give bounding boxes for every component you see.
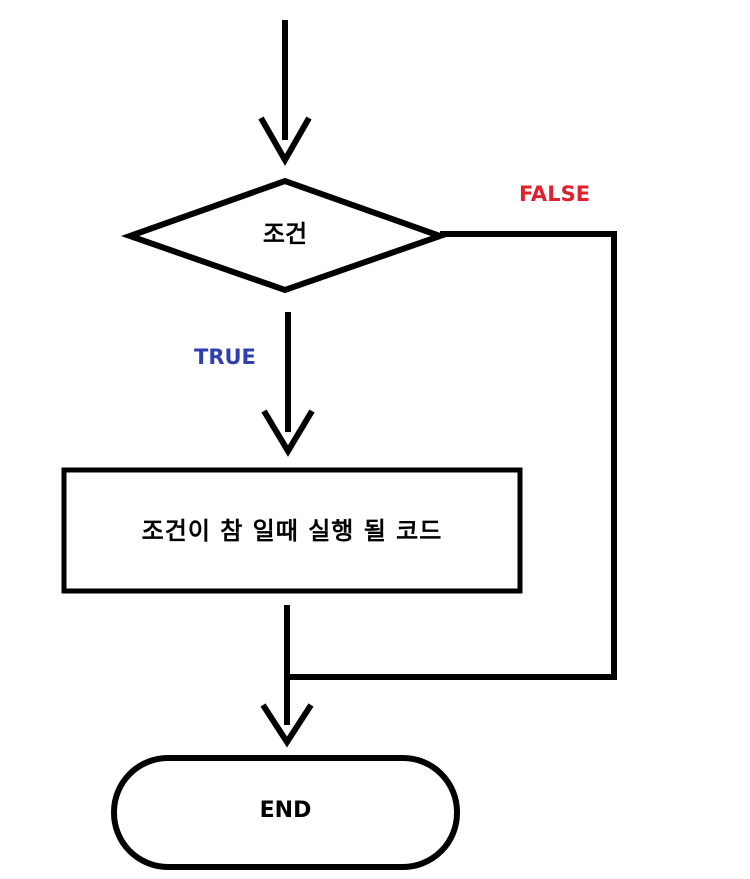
decision-label: 조건 <box>262 220 308 248</box>
exit-arrow-head <box>260 703 314 748</box>
false-branch-label: FALSE <box>519 182 591 206</box>
process-box <box>61 467 523 594</box>
end-label: END <box>259 798 312 823</box>
false-branch-line <box>286 231 617 680</box>
end-terminator <box>111 755 460 870</box>
entry-arrow-head <box>258 116 312 167</box>
true-branch-label: TRUE <box>194 345 256 369</box>
true-arrow-head <box>261 409 315 457</box>
process-label: 조건이 참 일때 실행 될 코드 <box>141 517 443 545</box>
